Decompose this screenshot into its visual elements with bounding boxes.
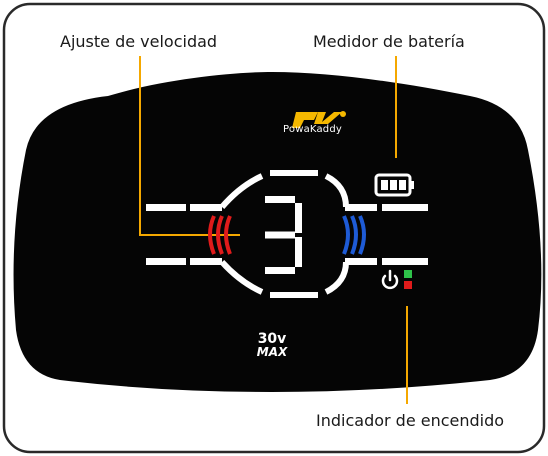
digit-segment-b xyxy=(295,203,302,233)
speed-pointer-line xyxy=(139,56,240,236)
model-badge-line2: MAX xyxy=(257,345,288,359)
center-arcs xyxy=(219,170,349,298)
bar-lower-right-inner xyxy=(345,258,377,265)
bar-upper-right-inner xyxy=(345,204,377,211)
battery-bar xyxy=(381,180,388,190)
speed-digit xyxy=(265,196,302,274)
status-red-light xyxy=(404,281,412,289)
pointer-lines xyxy=(139,56,408,404)
arc-upper-right xyxy=(324,173,349,208)
battery-icon xyxy=(374,173,414,197)
digit-segment-a xyxy=(265,196,295,203)
digit-segment-c xyxy=(295,237,302,267)
speed-down-indicator xyxy=(208,215,232,255)
digit-segment-g xyxy=(265,231,295,239)
speed-setting-label: Ajuste de velocidad xyxy=(60,32,218,51)
power-icon xyxy=(381,269,399,290)
powakaddy-logo-icon xyxy=(292,111,346,128)
arc-upper-left xyxy=(219,173,264,209)
speed-up-indicator xyxy=(342,215,366,255)
bar-upper-right-outer xyxy=(382,204,428,211)
bar-upper-left-outer xyxy=(146,204,186,211)
model-badge: 30v MAX xyxy=(257,331,288,359)
battery-bar xyxy=(399,180,406,190)
battery-meter-label: Medidor de batería xyxy=(313,32,465,51)
status-green-light xyxy=(404,270,412,278)
power-indicator-label: Indicador de encendido xyxy=(316,411,505,430)
bar-upper-left-inner xyxy=(190,204,222,211)
brand-name: PowaKaddy xyxy=(283,124,343,135)
digit-segment-d xyxy=(265,267,295,274)
bar-lower-left-inner xyxy=(190,258,222,265)
battery-bar xyxy=(390,180,397,190)
bar-lower-left-outer xyxy=(146,258,186,265)
arc-lower-left xyxy=(219,259,264,295)
bar-lower-right-outer xyxy=(382,258,428,265)
model-badge-line1: 30v xyxy=(258,331,287,347)
upper-bars xyxy=(146,204,428,265)
arc-lower-right xyxy=(324,261,349,295)
